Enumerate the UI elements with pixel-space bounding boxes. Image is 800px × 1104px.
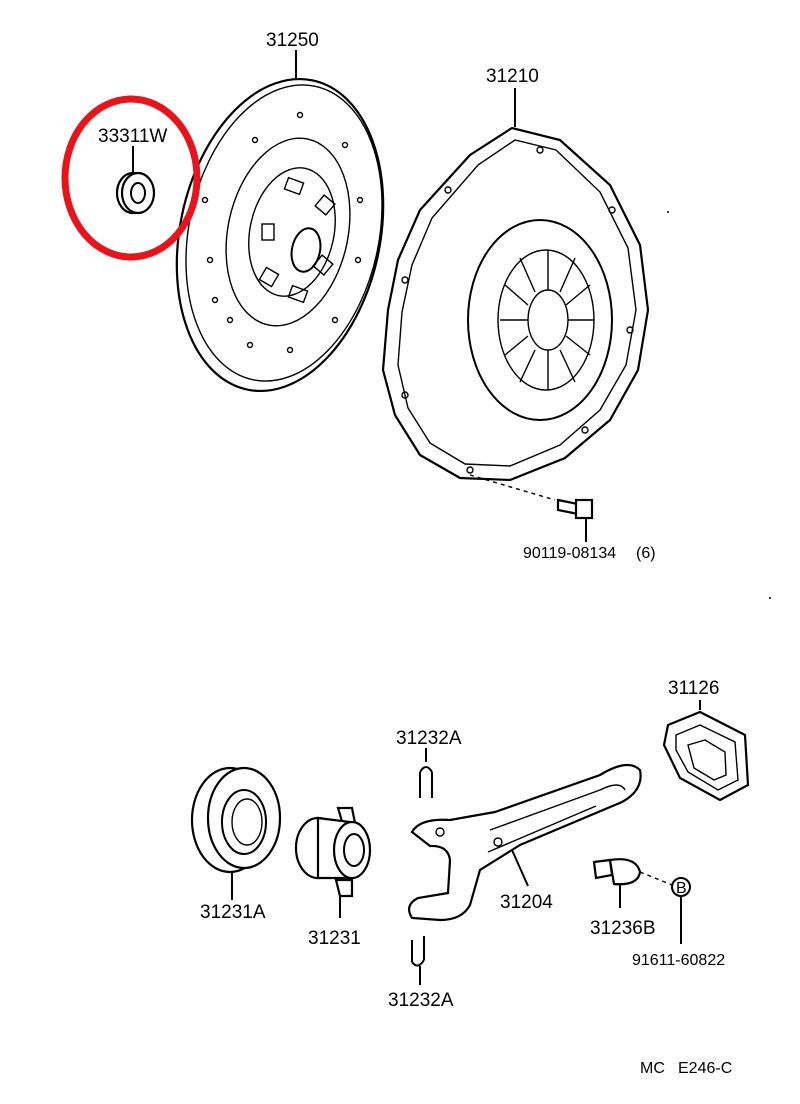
pressure-plate-bolt-label: 90119-08134 [523,545,616,562]
bearing-hub[interactable]: 31231A [190,766,282,923]
release-fork[interactable]: 31204 [407,763,642,922]
pressure-plate-bolt[interactable]: 90119-08134 (6) [469,474,656,562]
pivot-stud-label: 31236B [590,918,656,939]
retainer-spring-bottom-label: 31232A [388,990,454,1011]
release-bearing-label: 31231 [308,928,361,949]
release-bearing[interactable]: 31231 [294,806,372,949]
diagram-code: E246-C [678,1060,732,1077]
pivot-stud[interactable]: 31236B [590,858,673,939]
stray-dot [769,597,771,599]
diagram-code-prefix: MC [640,1060,665,1077]
boot-label: 31126 [668,678,719,699]
release-fork-label: 31204 [500,892,553,913]
ref-marker-b: B 91611-60822 [632,877,725,969]
pressure-plate-label: 31210 [486,66,539,87]
retainer-spring-top-label: 31232A [396,728,462,749]
pilot-bearing-label: 33311W [98,126,167,147]
release-fork-boot[interactable]: 31126 [662,678,750,802]
clutch-disc[interactable]: 31250 [149,30,410,410]
pressure-plate-bolt-qty: (6) [636,545,656,562]
bearing-hub-label: 31231A [200,902,266,923]
highlight-circle [61,95,201,261]
pivot-ref-code-label: 91611-60822 [632,952,725,969]
stray-dot [667,211,669,213]
pilot-bearing[interactable]: 33311W [98,126,167,215]
retainer-spring-top[interactable]: 31232A [396,728,462,798]
clutch-disc-label: 31250 [266,30,319,51]
pressure-plate[interactable]: 31210 [381,66,650,482]
retainer-spring-bottom[interactable]: 31232A [388,936,454,1011]
ref-marker-letter: B [676,880,687,897]
